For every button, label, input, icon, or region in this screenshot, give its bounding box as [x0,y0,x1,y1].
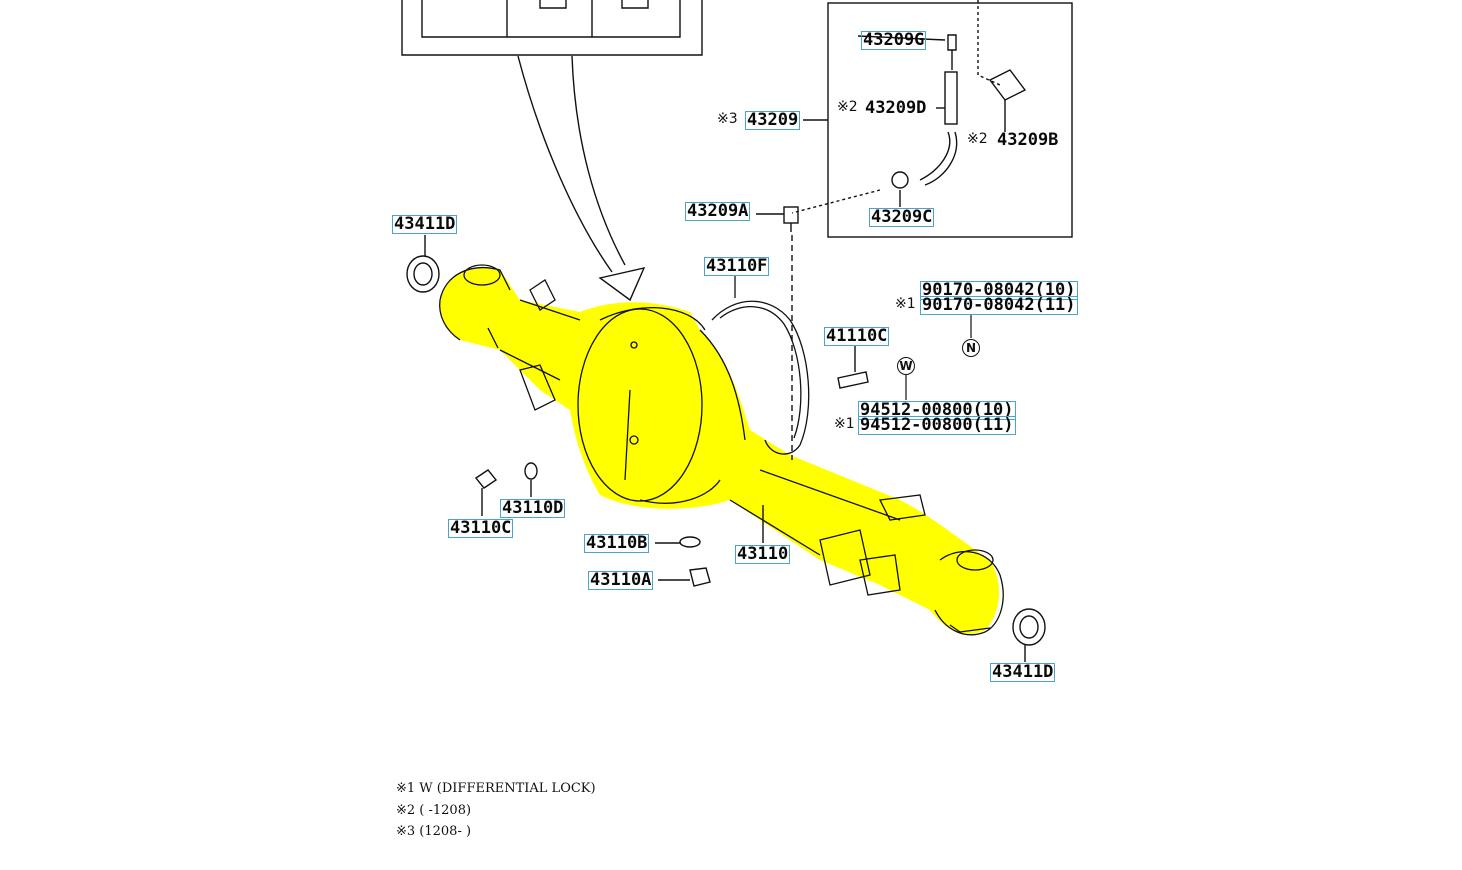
part-43411D-label-right[interactable]: 43411D [990,662,1056,682]
part-43209B-label[interactable]: 43209B [997,130,1059,150]
note-mark-2: ※2 [967,131,988,147]
part-43209C-label[interactable]: 43209C [869,207,935,227]
note-mark-3: ※3 [717,111,738,127]
callout-box [401,0,703,56]
breather-inset-box [791,0,1073,238]
part-43110D-label[interactable]: 43110D [500,498,566,518]
part-94512-00800-10-label[interactable]: 94512-00800(10) [858,400,1016,420]
axle-housing-outline [439,264,1004,636]
part-43209G-label[interactable]: 43209G [861,30,927,50]
symbol-w: W [897,357,915,375]
legend-note-3: ※3 (1208- ) [396,824,472,839]
part-94512-00800-11-label[interactable]: 94512-00800(11) [858,415,1016,435]
part-43110F-label[interactable]: 43110F [704,256,770,276]
callout-arrow [517,55,646,302]
stud-41110C [837,345,869,389]
drain-filler-plugs [474,462,764,587]
part-43110C-label[interactable]: 43110C [448,518,514,538]
note-mark-2: ※2 [837,99,858,115]
oil-seals [406,235,1046,662]
part-43209D-label[interactable]: 43209D [865,98,927,118]
part-90170-08042-10-label[interactable]: 90170-08042(10) [920,280,1078,300]
symbol-n: N [962,339,980,357]
legend-note-2: ※2 ( -1208) [396,803,472,818]
part-41110C-label[interactable]: 41110C [824,326,890,346]
part-43209-label[interactable]: 43209 [745,110,801,130]
note-mark-1: ※1 [895,296,916,312]
axle-highlight [439,267,1000,634]
symbol-leaders [905,315,972,400]
breather-plug [756,206,799,460]
part-90170-08042-11-label[interactable]: 90170-08042(11) [920,295,1078,315]
note-mark-1: ※1 [834,416,855,432]
part-43110-label[interactable]: 43110 [735,544,791,564]
part-43209A-label[interactable]: 43209A [685,201,751,221]
legend-note-1: ※1 W (DIFFERENTIAL LOCK) [396,781,596,796]
gasket-43110F [711,275,810,455]
part-43110A-label[interactable]: 43110A [588,570,654,590]
part-43110B-label[interactable]: 43110B [584,533,650,553]
part-43411D-label-left[interactable]: 43411D [392,214,458,234]
